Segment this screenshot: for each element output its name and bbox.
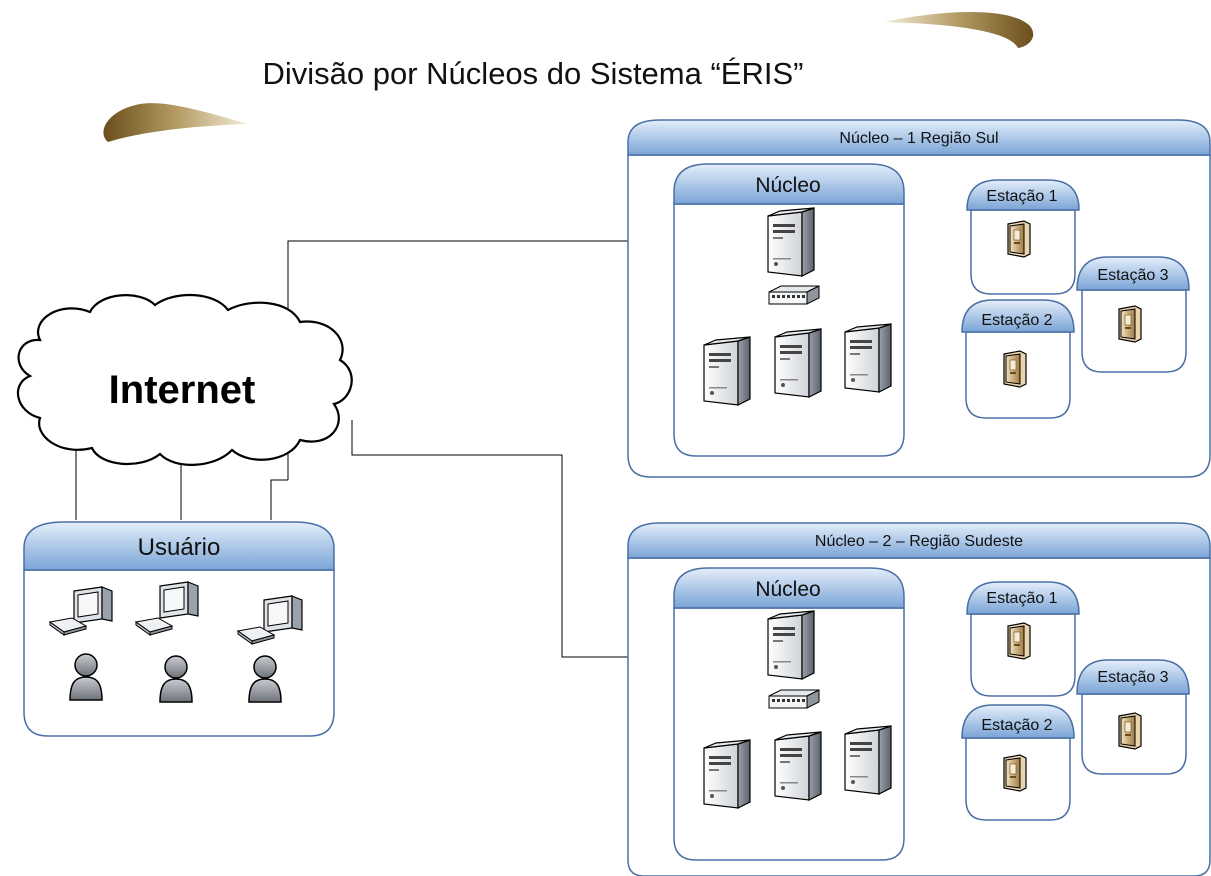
station-label: Estação 2 [981,717,1052,734]
region-1-group: Núcleo – 1 Região Sul Núcleo Estação 1 E… [627,119,1211,478]
server-icon [774,328,822,398]
usuario-group: Usuário [23,521,335,737]
station-label: Estação 2 [981,312,1052,329]
server-icon [844,323,892,393]
region-2-group: Núcleo – 2 – Região Sudeste Núcleo Estaç… [627,522,1211,876]
station-device-icon [1118,712,1142,750]
page-title: Divisão por Núcleos do Sistema “ÉRIS” [263,56,804,91]
server-icon [703,336,751,406]
region-1-station-3: Estação 3 [1076,256,1190,373]
server-icon [703,739,751,809]
cloud-icon [16,293,353,466]
server-icon [774,731,822,801]
station-device-icon [1118,305,1142,343]
region-2-station-2: Estação 2 [961,704,1075,821]
region-1-core-label: Núcleo [755,174,820,197]
workstation-icon [263,595,303,633]
internet-label: Internet [109,368,256,412]
switch-icon [768,689,820,709]
server-icon [844,725,892,795]
station-device-icon [1007,622,1031,660]
region-1-station-2: Estação 2 [961,299,1075,419]
region-2-label: Núcleo – 2 – Região Sudeste [815,533,1023,550]
region-1-label: Núcleo – 1 Região Sul [839,130,998,147]
region-2-header [627,522,1211,559]
region-2-core-label: Núcleo [755,578,820,601]
server-icon [767,207,815,277]
switch-icon [768,285,820,305]
region-1-station-1: Estação 1 [966,179,1080,295]
station-device-icon [1003,350,1027,388]
decorative-swoosh-left [103,103,249,142]
server-icon [767,610,815,680]
usuario-header [23,521,335,571]
station-label: Estação 1 [986,188,1057,205]
station-label: Estação 3 [1097,669,1168,686]
usuario-label: Usuário [138,534,221,561]
region-2-station-1: Estação 1 [966,581,1080,697]
region-2-core: Núcleo [673,567,905,861]
station-device-icon [1003,754,1027,792]
station-label: Estação 1 [986,590,1057,607]
station-device-icon [1007,220,1031,258]
region-2-station-3: Estação 3 [1076,659,1190,775]
workstation-icon [159,581,199,619]
internet-cloud: Internet [16,293,353,466]
region-1-header [627,119,1211,156]
region-1-core: Núcleo [673,163,905,457]
decorative-swoosh-top [884,12,1034,48]
link-internet-user3 [270,479,288,520]
station-label: Estação 3 [1097,267,1168,284]
workstation-icon [73,586,113,624]
